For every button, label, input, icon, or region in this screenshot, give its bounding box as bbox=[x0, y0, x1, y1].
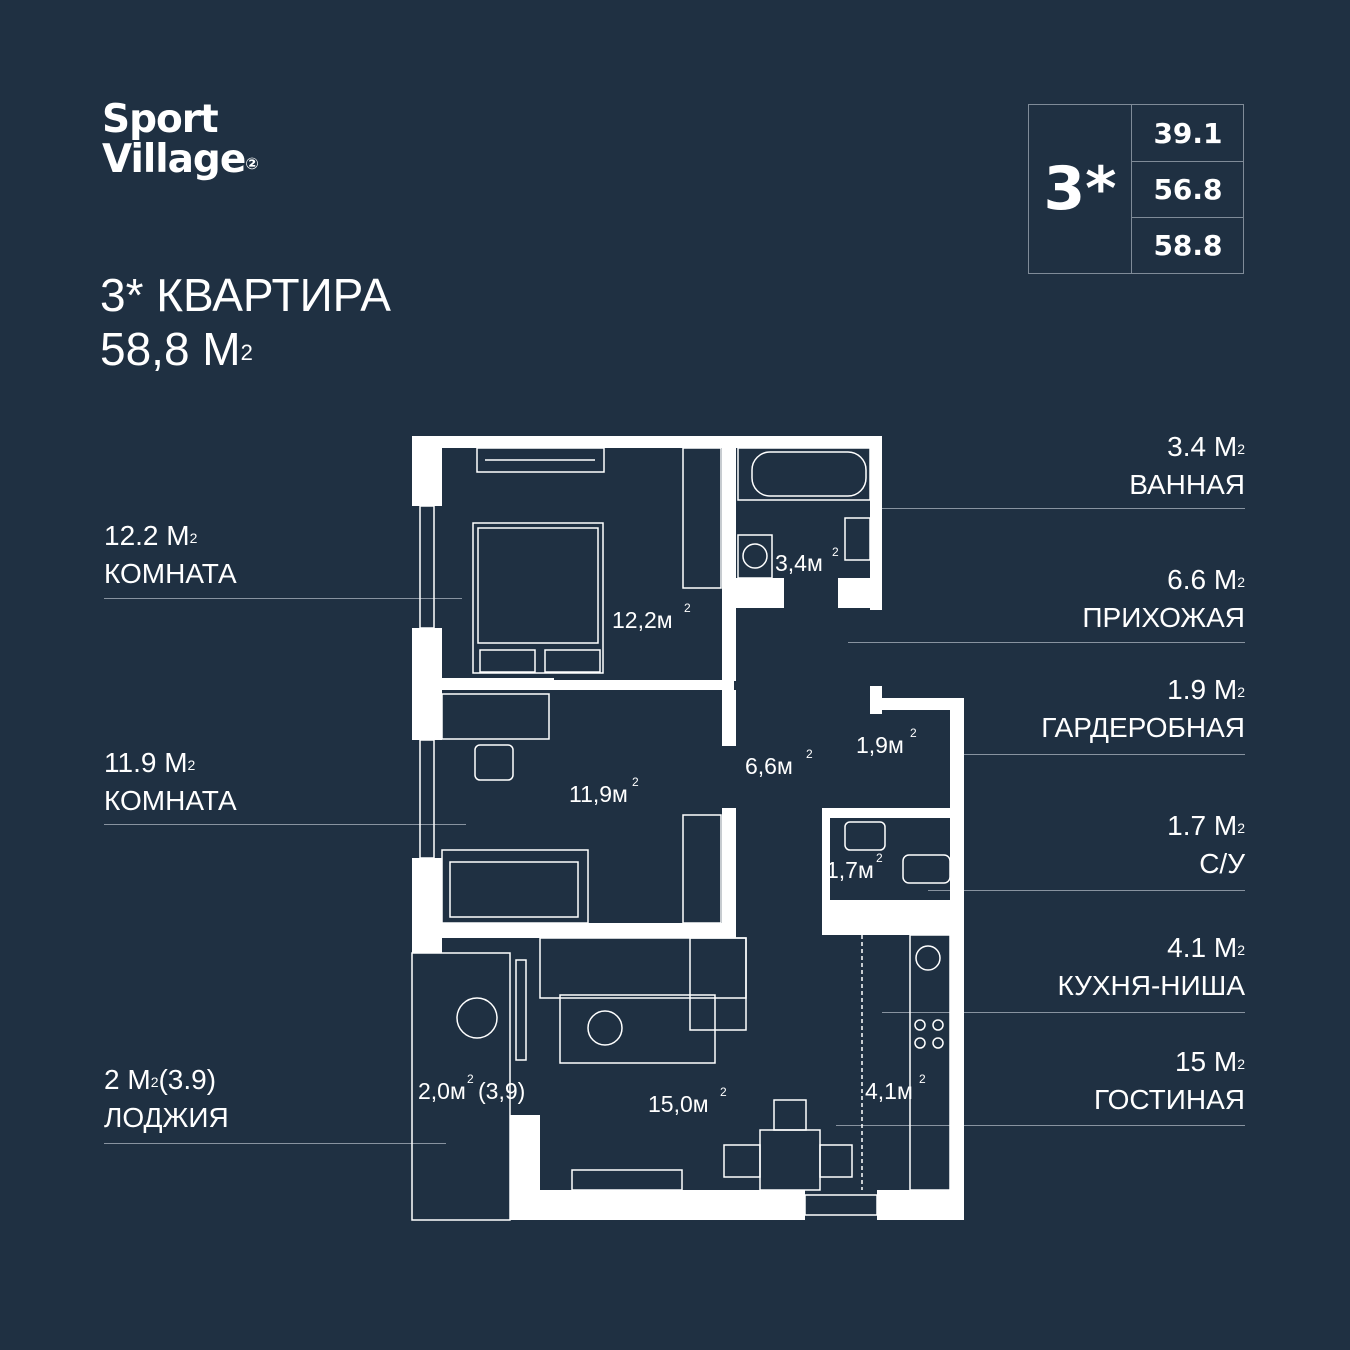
logo-line-2: Village bbox=[102, 137, 246, 182]
legend-name: ВАННАЯ bbox=[1129, 469, 1245, 500]
legend-name: ЛОДЖИЯ bbox=[104, 1102, 229, 1133]
apartment-type-title: 3* КВАРТИРА bbox=[100, 269, 391, 321]
windows bbox=[411, 505, 878, 1221]
superscript: 2 bbox=[876, 851, 883, 865]
legend-name: ГОСТИНАЯ bbox=[1093, 1084, 1245, 1115]
superscript: 2 bbox=[684, 601, 691, 615]
wardrobe-area: 1,9м bbox=[856, 732, 904, 758]
legend-area-suffix: (3.9) bbox=[158, 1064, 217, 1095]
legend-name: ГАРДЕРОБНАЯ bbox=[1041, 712, 1245, 743]
leader-line bbox=[104, 824, 466, 825]
furniture bbox=[441, 447, 951, 1191]
legend-area: 1.7 М bbox=[1167, 810, 1238, 841]
leader-line bbox=[964, 754, 1245, 755]
superscript: 2 bbox=[1237, 820, 1245, 836]
superscript: 2 bbox=[189, 530, 198, 546]
leader-line bbox=[928, 890, 1245, 891]
superscript: 2 bbox=[832, 545, 839, 559]
kitchen-area: 4,1м bbox=[865, 1078, 913, 1104]
legend-loggia: 2 М2(3.9) ЛОДЖИЯ bbox=[104, 1061, 229, 1137]
superscript: 2 bbox=[910, 726, 917, 740]
superscript: 2 bbox=[1237, 684, 1245, 700]
superscript: 2 bbox=[1237, 574, 1245, 590]
area-value: 56.8 bbox=[1132, 161, 1244, 218]
type-badge: 3* bbox=[1029, 105, 1132, 273]
type-area-box: 3* 39.1 56.8 58.8 bbox=[1028, 104, 1244, 274]
room-area-labels: 12,2м 2 3,4м 2 11,9м 2 6,6м 2 1,9м 2 1,7… bbox=[418, 545, 926, 1117]
logo: Sport Village② bbox=[102, 97, 259, 182]
superscript: 2 bbox=[806, 747, 813, 761]
hallway-area: 6,6м bbox=[745, 753, 793, 779]
superscript: 2 bbox=[720, 1085, 727, 1099]
legend-area: 12.2 М bbox=[104, 520, 190, 551]
legend-area: 11.9 М bbox=[104, 747, 188, 778]
area-value: 39.1 bbox=[1132, 105, 1244, 162]
legend-name: КОМНАТА bbox=[104, 558, 237, 589]
superscript: 2 bbox=[187, 757, 196, 773]
loggia-area-suffix: (3,9) bbox=[478, 1078, 525, 1104]
superscript: 2 bbox=[919, 1072, 926, 1086]
leader-line bbox=[848, 642, 1245, 643]
leader-line bbox=[882, 1012, 1245, 1013]
legend-name: КОМНАТА bbox=[104, 785, 237, 816]
wc-area: 1,7м bbox=[826, 857, 874, 883]
living-room-area: 15,0м bbox=[648, 1091, 709, 1117]
bathroom-area: 3,4м bbox=[775, 550, 823, 576]
leader-line bbox=[104, 1143, 446, 1144]
legend-area: 15 М bbox=[1174, 1046, 1238, 1077]
legend-name: ПРИХОЖАЯ bbox=[1082, 602, 1245, 633]
leader-line bbox=[882, 508, 1245, 509]
legend-area: 2 М bbox=[104, 1064, 151, 1095]
legend-name: КУХНЯ-НИША bbox=[1057, 970, 1245, 1001]
apartment-total-area: 58,8 М bbox=[100, 323, 241, 375]
legend-area: 1.9 М bbox=[1167, 674, 1238, 705]
legend-area: 4.1 М bbox=[1167, 932, 1238, 963]
room1-area: 12,2м bbox=[612, 607, 673, 633]
superscript: 2 bbox=[1237, 1056, 1245, 1072]
page-title: 3* КВАРТИРА 58,8 М2 bbox=[100, 268, 391, 376]
superscript: 2 bbox=[240, 340, 253, 365]
logo-line-1: Sport bbox=[102, 97, 219, 142]
superscript: 2 bbox=[150, 1074, 159, 1090]
legend-area: 3.4 М bbox=[1167, 431, 1238, 462]
legend-area: 6.6 М bbox=[1167, 564, 1238, 595]
superscript: 2 bbox=[467, 1072, 474, 1086]
leader-line bbox=[104, 598, 462, 599]
logo-mark: ② bbox=[245, 154, 259, 173]
superscript: 2 bbox=[632, 775, 639, 789]
superscript: 2 bbox=[1237, 441, 1245, 457]
area-value: 58.8 bbox=[1153, 228, 1223, 262]
leader-line bbox=[836, 1125, 1245, 1126]
superscript: 2 bbox=[1237, 942, 1245, 958]
walls bbox=[412, 436, 964, 1220]
room2-area: 11,9м bbox=[569, 781, 628, 807]
legend-name: С/У bbox=[1199, 848, 1245, 879]
loggia-area: 2,0м bbox=[418, 1078, 466, 1104]
